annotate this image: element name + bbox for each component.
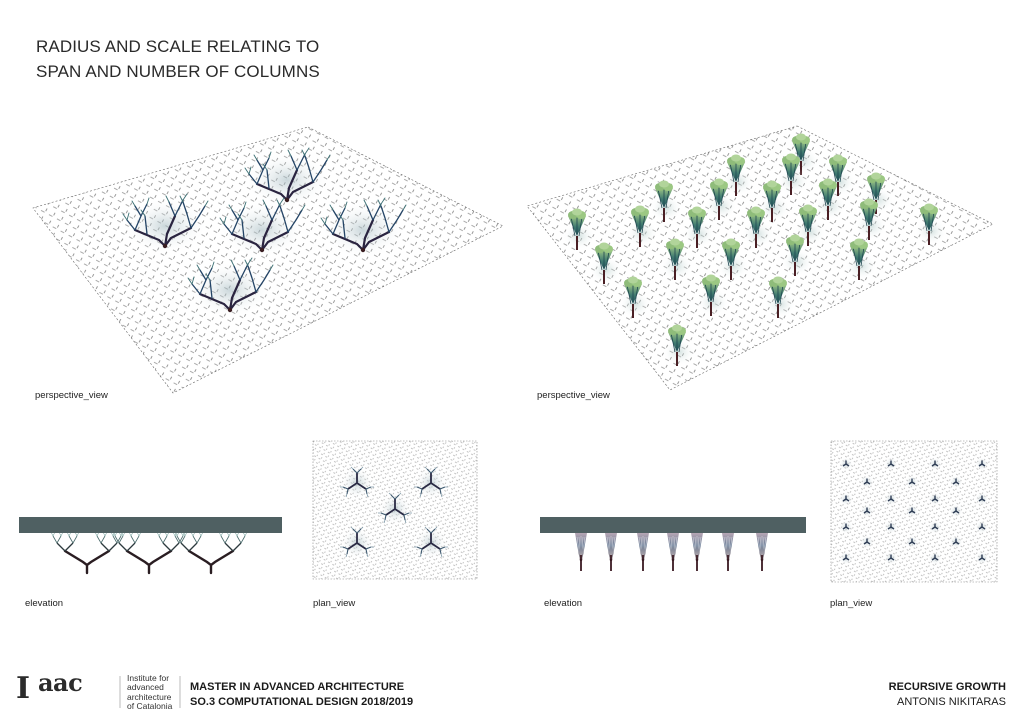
plan-column	[948, 503, 964, 519]
left-elevation-caption: elevation	[25, 598, 64, 609]
elevation-column	[690, 532, 704, 572]
plan-column	[838, 519, 854, 535]
plan-column	[904, 503, 920, 519]
institute-line: advanced	[127, 682, 164, 693]
plan-column	[927, 550, 943, 566]
elevation-column	[112, 531, 186, 575]
institute-line: of Catalonia	[127, 701, 173, 712]
left-elevation	[19, 517, 282, 575]
plan-column	[974, 491, 990, 507]
institute-line: architecture	[127, 691, 172, 702]
plan-column	[883, 456, 899, 472]
program-info: MASTER IN ADVANCED ARCHITECTURE SO.3 COM…	[190, 680, 413, 710]
program-line-1: MASTER IN ADVANCED ARCHITECTURE	[190, 681, 405, 693]
plan-column	[883, 550, 899, 566]
slab	[19, 517, 282, 533]
logo-letters-aac: aac	[38, 668, 83, 697]
plan-column	[838, 491, 854, 507]
project-title: RECURSIVE GROWTH	[888, 681, 1006, 693]
elevation-column	[174, 531, 248, 575]
title-line-2: SPAN AND NUMBER OF COLUMNS	[36, 62, 320, 81]
elevation-column	[604, 532, 618, 572]
project-author: ANTONIS NIKITARAS	[896, 696, 1006, 708]
page-title: RADIUS AND SCALE RELATING TO SPAN AND NU…	[36, 34, 320, 84]
elevation-column	[574, 532, 588, 572]
elevation-column	[636, 532, 650, 572]
plan-column	[859, 503, 875, 519]
plan-column	[974, 550, 990, 566]
plan-column	[974, 519, 990, 535]
plan-column	[974, 456, 990, 472]
elevation-column	[755, 532, 769, 572]
elevation-column	[666, 532, 680, 572]
plan-column	[883, 519, 899, 535]
left-perspective-caption: perspective_view	[35, 390, 108, 401]
grid-plane	[32, 126, 504, 394]
plan-column	[904, 474, 920, 490]
left-plan-caption: plan_view	[313, 598, 356, 609]
right-plan-caption: plan_view	[830, 598, 873, 609]
logo-letter-i: I	[16, 671, 31, 706]
left-perspective-view	[32, 126, 504, 394]
plan-column	[927, 491, 943, 507]
institute-line: Institute for	[127, 673, 170, 683]
right-elevation-caption: elevation	[544, 598, 583, 609]
plan-column	[904, 534, 920, 550]
right-perspective-caption: perspective_view	[537, 390, 610, 401]
plan-column	[859, 474, 875, 490]
elevation-column	[50, 531, 124, 575]
plan-column	[838, 550, 854, 566]
project-info: RECURSIVE GROWTH ANTONIS NIKITARAS	[889, 680, 1006, 710]
left-plan-view	[312, 440, 478, 580]
plan-column	[838, 456, 854, 472]
grid-plane	[526, 125, 994, 391]
elevation-column	[721, 532, 735, 572]
slab	[540, 517, 806, 533]
institute-name: Institute for advanced architecture of C…	[127, 673, 173, 712]
right-elevation	[540, 517, 806, 572]
plan-column	[927, 456, 943, 472]
plan-column	[883, 491, 899, 507]
program-line-2: SO.3 COMPUTATIONAL DESIGN 2018/2019	[190, 696, 414, 708]
title-line-1: RADIUS AND SCALE RELATING TO	[36, 37, 320, 56]
plan-column	[859, 534, 875, 550]
plan-column	[948, 534, 964, 550]
right-perspective-view	[526, 125, 994, 391]
plan-column	[948, 474, 964, 490]
right-plan-view	[830, 440, 998, 583]
plan-column	[927, 519, 943, 535]
